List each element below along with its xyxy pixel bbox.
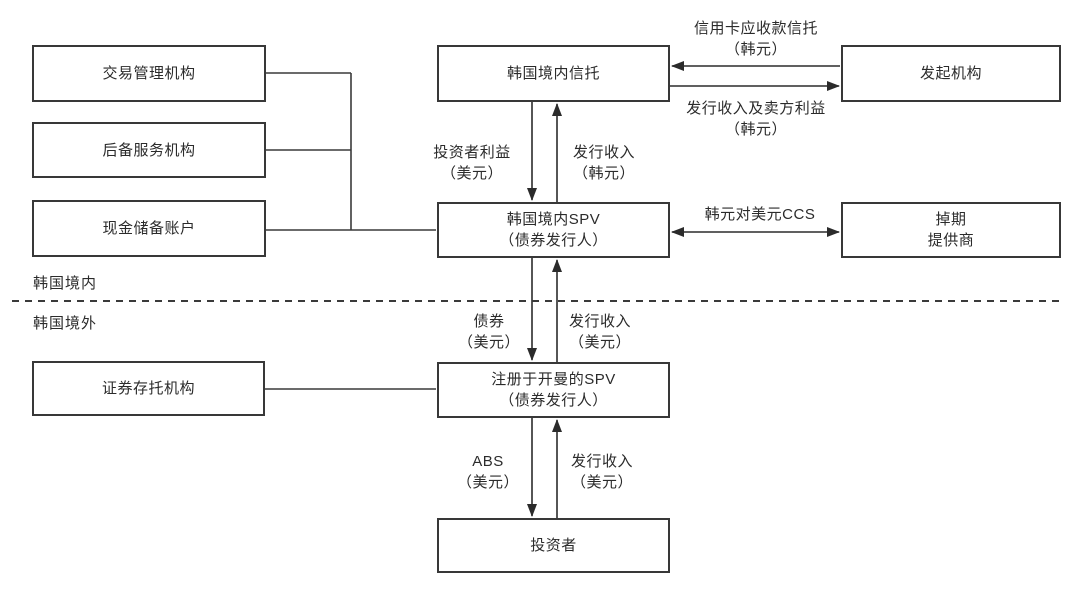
- region-label-offshore: 韩国境外: [33, 315, 98, 332]
- edge-label-line: （韩元）: [724, 41, 788, 58]
- edge-label-line: 发行收入: [570, 453, 634, 470]
- edge-label-issuance-proceeds-usd-mid: 发行收入 （美元）: [569, 311, 631, 353]
- node-swap-provider-line1: 掉期: [935, 211, 967, 228]
- edge-label-line: 发行收入: [572, 144, 636, 161]
- edge-label-line: 韩元对美元CCS: [704, 206, 816, 223]
- edge-label-line: 发行收入及卖方利益: [686, 100, 826, 117]
- edge-label-line: （美元）: [457, 334, 521, 351]
- edge-label-line: （美元）: [456, 474, 520, 491]
- node-korea-trust-label: 韩国境内信托: [506, 65, 600, 82]
- edge-label-line: （韩元）: [572, 165, 636, 182]
- node-securities-depository-label: 证券存托机构: [101, 380, 195, 397]
- node-swap-provider-line2: 提供商: [927, 232, 975, 249]
- node-korea-trust: 韩国境内信托: [437, 45, 670, 102]
- edge-label-line: 债券: [473, 313, 505, 330]
- node-originator-label: 发起机构: [919, 65, 982, 82]
- edge-label-line: 发行收入: [568, 313, 632, 330]
- region-label-onshore: 韩国境内: [33, 275, 98, 292]
- edge-label-line: （美元）: [568, 334, 632, 351]
- node-originator: 发起机构: [841, 45, 1061, 102]
- node-swap-provider: 掉期 提供商: [841, 202, 1061, 258]
- node-backup-servicer-label: 后备服务机构: [102, 141, 196, 159]
- node-korea-spv-line2: （债券发行人）: [499, 232, 608, 249]
- edge-label-card-receivables-trust: 信用卡应收款信托 （韩元）: [694, 18, 818, 60]
- edge-label-bonds-usd: 债券 （美元）: [458, 311, 520, 353]
- edge-label-line: （美元）: [440, 165, 504, 182]
- node-cayman-spv-line2: （债券发行人）: [499, 392, 608, 409]
- node-cayman-spv: 注册于开曼的SPV （债券发行人）: [437, 362, 670, 418]
- edge-label-proceeds-seller-interest: 发行收入及卖方利益 （韩元）: [686, 98, 826, 140]
- edge-label-line: 信用卡应收款信托: [693, 20, 819, 37]
- node-cash-reserve: 现金储备账户: [32, 200, 266, 257]
- edge-label-issuance-proceeds-krw: 发行收入 （韩元）: [573, 142, 635, 184]
- edge-label-issuance-proceeds-usd-bottom: 发行收入 （美元）: [571, 451, 633, 493]
- edge-label-line: （美元）: [570, 474, 634, 491]
- edge-label-abs-usd: ABS （美元）: [457, 451, 519, 493]
- node-investors-label: 投资者: [530, 537, 577, 554]
- node-trade-manager: 交易管理机构: [32, 45, 266, 102]
- node-korea-spv-line1: 韩国境内SPV: [506, 211, 601, 228]
- node-trade-manager-label: 交易管理机构: [102, 65, 196, 82]
- node-korea-spv: 韩国境内SPV （债券发行人）: [437, 202, 670, 258]
- edge-label-line: ABS: [472, 453, 504, 470]
- edge-label-line: （韩元）: [724, 121, 788, 138]
- node-investors: 投资者: [437, 518, 670, 573]
- node-securities-depository: 证券存托机构: [32, 361, 265, 416]
- node-cayman-spv-line1: 注册于开曼的SPV: [491, 371, 616, 388]
- node-cash-reserve-label: 现金储备账户: [102, 220, 196, 237]
- node-backup-servicer: 后备服务机构: [32, 122, 266, 178]
- edge-label-krw-usd-ccs: 韩元对美元CCS: [705, 204, 816, 225]
- edge-label-investor-interest-usd: 投资者利益 （美元）: [433, 142, 511, 184]
- edge-label-line: 投资者利益: [433, 144, 511, 161]
